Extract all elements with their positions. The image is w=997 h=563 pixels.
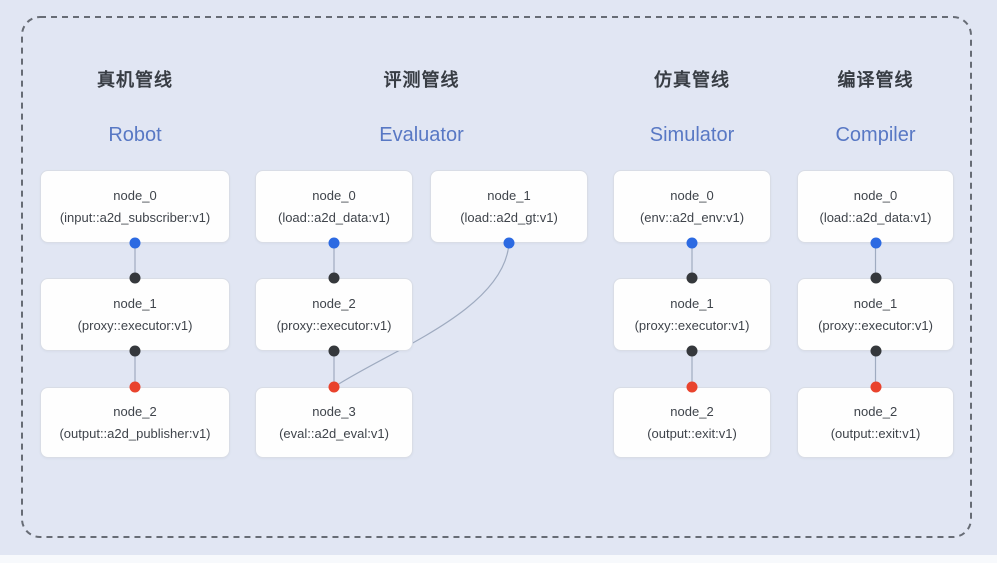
node-label: node_1	[487, 187, 531, 203]
node-label: node_3	[312, 403, 356, 419]
diagram-dashed-frame	[21, 16, 972, 538]
node-box-compiler-node_0: node_0(load::a2d_data:v1)	[797, 170, 954, 243]
port-dot-blue	[328, 237, 340, 249]
node-box-compiler-node_1: node_1(proxy::executor:v1)	[797, 278, 954, 351]
port-dot-dark	[129, 272, 141, 284]
node-detail: (proxy::executor:v1)	[818, 317, 933, 333]
node-detail: (load::a2d_gt:v1)	[460, 209, 558, 225]
port-dot-red	[686, 381, 698, 393]
node-detail: (load::a2d_data:v1)	[819, 209, 932, 225]
node-label: node_1	[853, 295, 898, 311]
node-label: node_1	[113, 295, 157, 311]
bottom-fade	[0, 555, 997, 563]
pipeline-title-cn-compiler: 编译管线	[837, 70, 914, 90]
node-detail: (output::exit:v1)	[647, 425, 737, 441]
node-label: node_2	[853, 403, 898, 419]
node-label: node_2	[670, 403, 714, 419]
node-box-evaluator-node_2: node_2(proxy::executor:v1)	[255, 278, 413, 351]
port-dot-blue	[870, 237, 881, 249]
node-detail: (eval::a2d_eval:v1)	[279, 425, 389, 441]
node-label: node_1	[670, 295, 714, 311]
port-dot-dark	[328, 345, 340, 357]
pipeline-title-cn-evaluator: 评测管线	[383, 70, 460, 90]
node-label: node_0	[853, 187, 898, 203]
port-dot-blue	[503, 237, 515, 249]
pipeline-title-en-compiler: Compiler	[835, 124, 916, 146]
node-label: node_0	[113, 187, 157, 203]
node-box-simulator-node_0: node_0(env::a2d_env:v1)	[613, 170, 771, 243]
pipeline-title-cn-simulator: 仿真管线	[654, 70, 730, 90]
pipeline-title-en-evaluator: Evaluator	[379, 124, 464, 146]
node-detail: (proxy::executor:v1)	[634, 317, 750, 333]
node-detail: (input::a2d_subscriber:v1)	[59, 209, 211, 225]
node-box-evaluator-node_0: node_0(load::a2d_data:v1)	[255, 170, 413, 243]
port-dot-red	[129, 381, 141, 393]
port-dot-dark	[328, 272, 340, 284]
port-dot-dark	[129, 345, 141, 357]
node-detail: (output::a2d_publisher:v1)	[59, 425, 211, 441]
node-detail: (load::a2d_data:v1)	[277, 209, 391, 225]
edge-evaluator-node_1-node_3	[333, 242, 510, 388]
port-dot-blue	[129, 237, 141, 249]
port-dot-blue	[686, 237, 698, 249]
node-box-robot-node_1: node_1(proxy::executor:v1)	[40, 278, 230, 351]
node-label: node_0	[670, 187, 714, 203]
pipeline-title-en-robot: Robot	[108, 124, 162, 146]
node-box-robot-node_0: node_0(input::a2d_subscriber:v1)	[40, 170, 230, 243]
port-dot-dark	[686, 345, 698, 357]
pipeline-title-en-simulator: Simulator	[649, 124, 735, 146]
pipeline-title-cn-robot: 真机管线	[97, 70, 173, 90]
node-detail: (output::exit:v1)	[830, 425, 921, 441]
port-dot-dark	[870, 345, 881, 357]
node-label: node_2	[312, 295, 356, 311]
node-box-compiler-node_2: node_2(output::exit:v1)	[797, 387, 954, 458]
node-label: node_2	[113, 403, 157, 419]
port-dot-red	[870, 381, 881, 393]
node-label: node_0	[312, 187, 356, 203]
port-dot-dark	[870, 272, 881, 284]
node-detail: (proxy::executor:v1)	[77, 317, 193, 333]
node-box-simulator-node_1: node_1(proxy::executor:v1)	[613, 278, 771, 351]
node-detail: (env::a2d_env:v1)	[639, 209, 745, 225]
port-dot-dark	[686, 272, 698, 284]
node-box-evaluator-node_1: node_1(load::a2d_gt:v1)	[430, 170, 588, 243]
node-box-simulator-node_2: node_2(output::exit:v1)	[613, 387, 771, 458]
node-box-evaluator-node_3: node_3(eval::a2d_eval:v1)	[255, 387, 413, 458]
node-detail: (proxy::executor:v1)	[276, 317, 392, 333]
node-box-robot-node_2: node_2(output::a2d_publisher:v1)	[40, 387, 230, 458]
port-dot-red	[328, 381, 340, 393]
